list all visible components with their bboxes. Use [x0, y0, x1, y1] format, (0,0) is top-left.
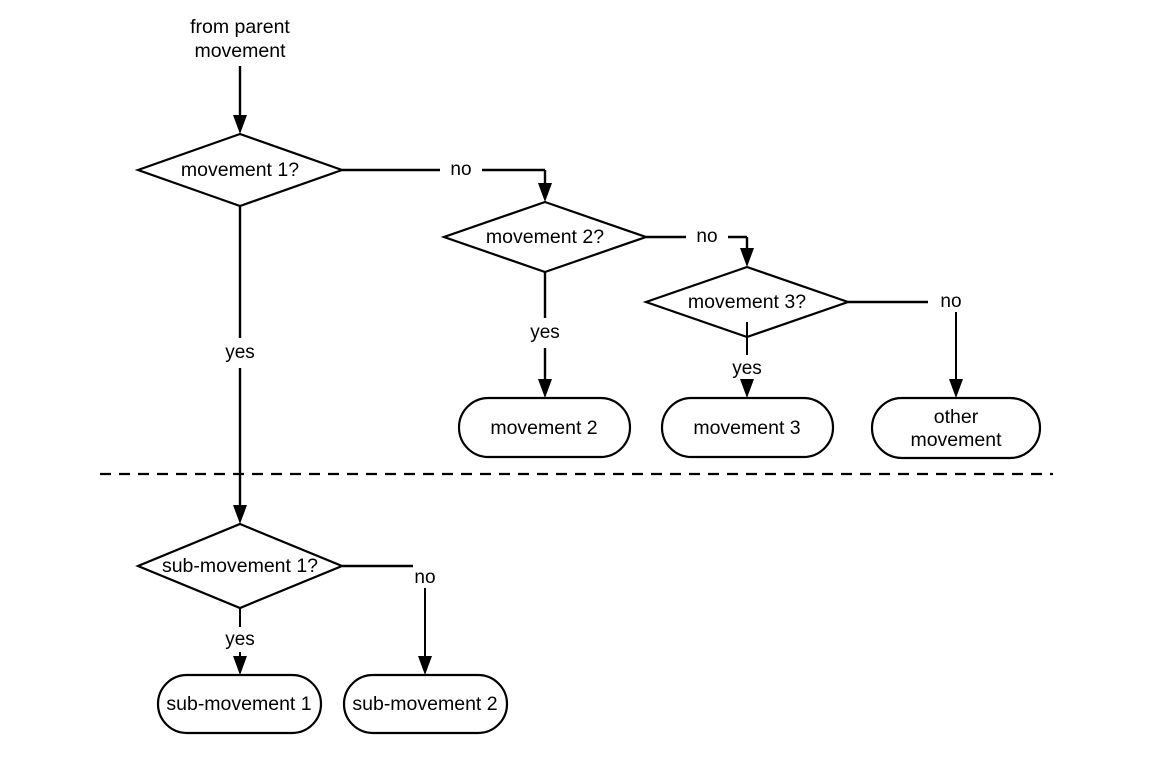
- edge-label-no-movement-3: no: [940, 291, 961, 312]
- terminal-movement-3-label: movement 3: [693, 417, 800, 439]
- decision-movement-2-label: movement 2?: [486, 226, 604, 248]
- edge-movement-2-yes: yes: [530, 272, 560, 398]
- edge-label-yes-movement-1: yes: [225, 342, 255, 363]
- edge-label-yes-movement-2: yes: [530, 322, 560, 343]
- edge-source-to-movement-1: [233, 66, 247, 134]
- edge-sub-movement-1-yes: yes: [225, 608, 255, 675]
- terminal-other-movement-label-line-2: movement: [910, 429, 1002, 451]
- decision-movement-3[interactable]: movement 3?: [642, 265, 852, 339]
- terminal-movement-2-label: movement 2: [490, 417, 597, 439]
- edge-label-no-movement-1: no: [450, 159, 471, 180]
- edge-label-yes-movement-3: yes: [732, 358, 762, 379]
- decision-movement-3-label: movement 3?: [688, 291, 806, 313]
- edge-movement-2-no: no: [646, 226, 754, 267]
- edge-movement-1-no: no: [342, 159, 552, 202]
- edge-movement-3-yes: yes: [732, 322, 762, 398]
- decision-sub-movement-1-label: sub-movement 1?: [162, 555, 318, 577]
- terminal-other-movement[interactable]: other movement: [870, 396, 1042, 460]
- decision-movement-1-label: movement 1?: [181, 159, 299, 181]
- edge-label-no-movement-2: no: [696, 226, 717, 247]
- terminal-sub-movement-2[interactable]: sub-movement 2: [342, 673, 509, 735]
- edge-label-yes-sub-movement-1: yes: [225, 629, 255, 650]
- source-label-line-1: from parent: [190, 16, 290, 38]
- terminal-movement-3[interactable]: movement 3: [660, 396, 835, 459]
- terminal-other-movement-label-line-1: other: [934, 406, 979, 428]
- edge-sub-movement-1-no: no: [342, 564, 436, 675]
- terminal-sub-movement-1[interactable]: sub-movement 1: [156, 673, 323, 735]
- decision-sub-movement-1[interactable]: sub-movement 1?: [135, 522, 345, 610]
- edge-movement-3-no: no: [848, 291, 963, 398]
- terminal-movement-2[interactable]: movement 2: [457, 396, 632, 459]
- terminal-sub-movement-1-label: sub-movement 1: [166, 693, 311, 715]
- decision-movement-2[interactable]: movement 2?: [440, 200, 650, 274]
- edge-movement-1-yes: yes: [225, 206, 255, 524]
- source-label-line-2: movement: [194, 40, 286, 62]
- decision-movement-1[interactable]: movement 1?: [134, 132, 346, 208]
- edge-label-no-sub-movement-1: no: [414, 567, 435, 588]
- terminal-sub-movement-2-label: sub-movement 2: [352, 693, 497, 715]
